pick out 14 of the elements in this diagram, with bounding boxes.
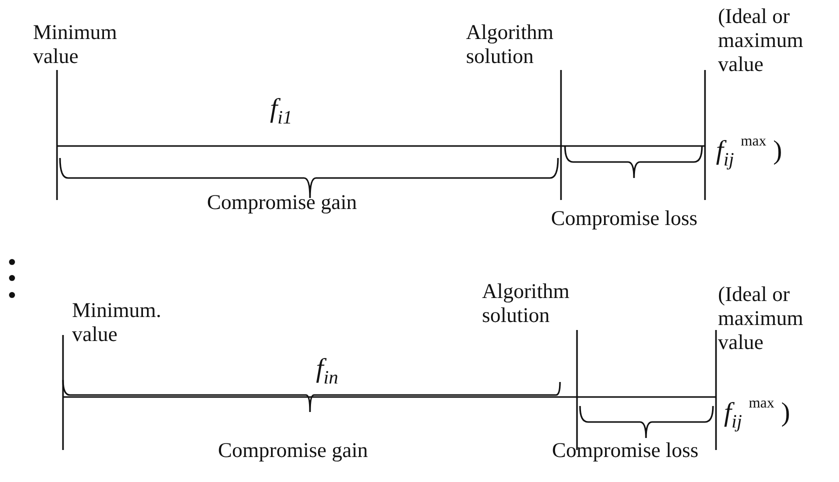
annotation-text: Minimum. value xyxy=(72,298,162,346)
math-symbol: f$_{ij}$ $^{max}$ ) xyxy=(724,395,792,435)
math-symbol: f$_{i1}$ xyxy=(270,96,294,131)
annotation-text: Minimum value xyxy=(33,20,118,68)
annotation-text: Algorithm solution xyxy=(482,279,570,327)
annotation-text: Compromise loss xyxy=(552,438,700,462)
annotation-text: Algorithm solution xyxy=(466,20,554,68)
math-symbol: f$_{in}$ xyxy=(316,356,340,391)
math-symbol: f$_{ij}$ $^{max}$ ) xyxy=(716,133,784,173)
annotation-text: (Ideal or maximum value xyxy=(718,4,804,76)
annotation-text: (Ideal or maximum value xyxy=(718,282,804,354)
annotation-text: Compromise gain xyxy=(218,438,369,462)
annotation-text: Compromise loss xyxy=(551,206,698,230)
annotation-text: Compromise gain xyxy=(207,190,358,214)
